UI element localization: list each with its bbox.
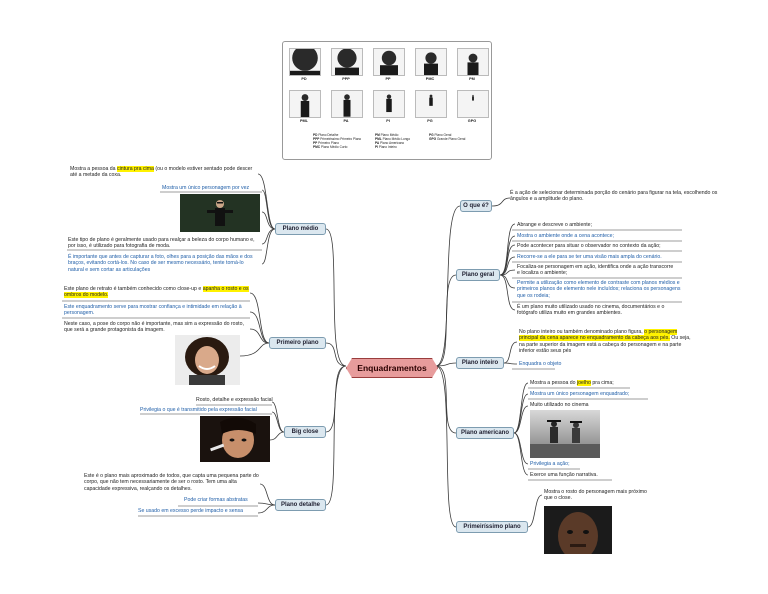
node-big-close[interactable]: Big close: [284, 426, 326, 438]
legend-thumb-label: PA: [343, 119, 349, 123]
plano-geral-item-7: É um plano muito utilizado usado no cine…: [517, 304, 665, 317]
plano-geral-item-3: Pode acontecer para situar o observador …: [517, 243, 661, 249]
plano-medio-top: Mostra a pessoa da cintura pra cima (ou …: [70, 166, 253, 179]
plano-americano-item-3: Muito utilizado no cinema: [530, 402, 589, 408]
plano-medio-blue-2: É importante que antes de capturar a fot…: [68, 254, 253, 273]
plano-detalhe-item-1: Pode criar formas abstratas: [184, 497, 248, 503]
plano-medio-blue-1: Mostra um único personagem por vez: [162, 185, 250, 191]
plano-medio-photo: [180, 194, 260, 232]
legend-col-3: PG Plano Geral GPG Grande Plano Geral: [429, 133, 466, 142]
legend-thumb-pa: [331, 90, 363, 118]
legend-thumb-pd: [289, 48, 321, 76]
central-topic[interactable]: Enquadramentos: [346, 358, 438, 378]
legend-thumb-label: GPG: [467, 119, 477, 123]
big-close-item-1: Rosto, detalhe e expressão facial: [196, 397, 273, 403]
legend-thumb-gpg: [457, 90, 489, 118]
node-primeirissimo-plano[interactable]: Primeiríssimo plano: [456, 521, 528, 533]
node-plano-medio[interactable]: Plano médio: [275, 223, 326, 235]
legend-thumb-label: PM: [469, 77, 475, 81]
plano-americano-item-4: Privilegia a ação;: [530, 461, 570, 467]
node-plano-geral[interactable]: Plano geral: [456, 269, 500, 281]
legend-thumb-label: PD: [301, 77, 307, 81]
legend-thumb-label: PMC: [425, 77, 435, 81]
legend-thumb-label: PP: [385, 77, 391, 81]
legend-thumb-pi: [373, 90, 405, 118]
plano-inteiro-text: No plano inteiro ou também denominado pl…: [519, 329, 691, 355]
legend-thumb-pp: [373, 48, 405, 76]
legend-thumb-pm: [457, 48, 489, 76]
legend-col-1: PD Plano Detalhe PPP Primeirissimo Prime…: [313, 133, 362, 150]
plano-detalhe-text: Este é o plano mais aproximado de todos,…: [84, 473, 259, 492]
legend-thumb-label: PPP: [342, 77, 350, 81]
plano-geral-item-6: Permite a utilização como elemento de co…: [517, 280, 681, 299]
legend-thumb-label: PG: [427, 119, 433, 123]
plano-geral-item-4: Recorre-se a ele para se ter uma visão m…: [517, 254, 662, 260]
node-primeiro-plano[interactable]: Primeiro plano: [269, 337, 326, 349]
node-o-que-e[interactable]: O que é?: [460, 200, 492, 212]
legend-thumb-label: PML: [299, 119, 308, 123]
legend-thumb-label: PI: [386, 119, 390, 123]
legend-thumb-pmc: [415, 48, 447, 76]
plano-detalhe-item-2: Se usado em excesso perde impacto e sens…: [138, 508, 243, 514]
primeiro-plano-blue-1: Este enquadramento serve para mostrar co…: [64, 304, 242, 317]
node-plano-americano[interactable]: Plano americano: [456, 427, 514, 439]
primeiro-plano-photo: [175, 335, 240, 385]
legend-col-2: PM Plano Médio PML Plano Médio Longo PA …: [375, 133, 411, 150]
plano-americano-item-5: Exerce uma função narrativa.: [530, 472, 598, 478]
big-close-photo: [200, 416, 270, 462]
node-plano-detalhe[interactable]: Plano detalhe: [275, 499, 326, 511]
big-close-item-2: Privilegia o que é transmitido pela expr…: [140, 407, 257, 413]
plano-americano-item-1: Mostra a pessoa do joelho pra cima;: [530, 380, 614, 386]
legend-thumb-pml: [289, 90, 321, 118]
primeirissimo-text: Mostra o rosto do personagem mais próxim…: [544, 489, 647, 502]
o-que-e-text: É a ação de selecionar determinada porçã…: [510, 190, 718, 203]
plano-americano-item-2: Mostra um único personagem enquadrado;: [530, 391, 630, 397]
plano-inteiro-item: Enquadra o objeto: [519, 361, 562, 367]
plano-geral-item-5: Focaliza-se personagem em ação, identifi…: [517, 264, 674, 277]
legend-thumb-ppp: [331, 48, 363, 76]
plano-medio-text-2: Este tipo de plano é geralmente usado pa…: [68, 237, 255, 250]
plano-americano-photo: [530, 410, 600, 458]
primeiro-plano-text-2: Neste caso, a pose do corpo não é import…: [64, 321, 244, 334]
primeiro-plano-top: Este plano de retrato é também conhecido…: [64, 286, 249, 299]
plano-geral-item-2: Mostra o ambiente onde a cena acontece;: [517, 233, 614, 239]
plano-geral-item-1: Abrange e descreve o ambiente;: [517, 222, 592, 228]
legend-thumb-pg: [415, 90, 447, 118]
node-plano-inteiro[interactable]: Plano inteiro: [456, 357, 504, 369]
primeirissimo-photo: [544, 506, 612, 554]
